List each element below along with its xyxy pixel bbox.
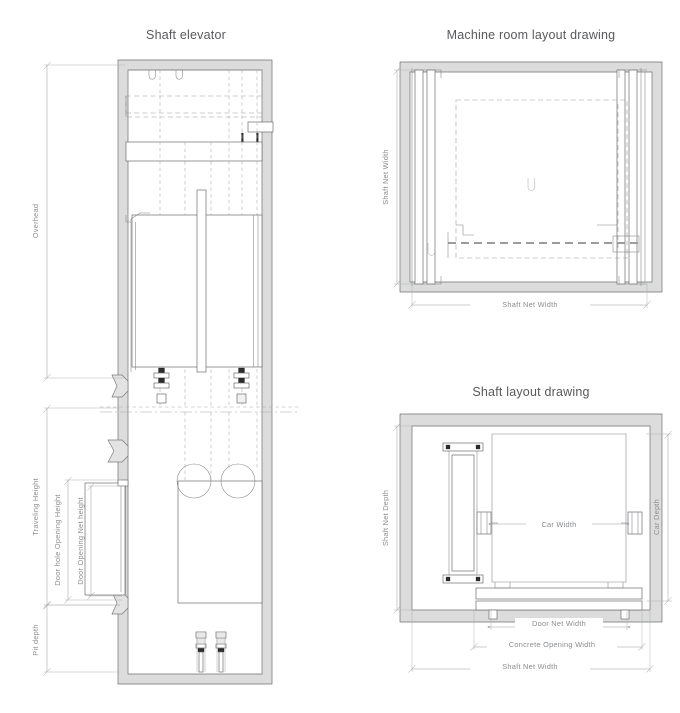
dimension-concrete-opening-width: Concrete Opening Width [470,610,646,651]
car-shoe-left [153,367,170,404]
rod-left [241,132,244,143]
car-depth-label: Car Depth [652,499,661,535]
pit-buffer-left [195,631,207,673]
shaft-elevator-drawing: Shaft elevator [31,28,300,685]
dimension-shaft-net-depth: Shaft Net Depth [381,422,412,614]
shaft-elevator-title: Shaft elevator [146,28,226,42]
shaft-net-depth-label: Shaft Net Depth [381,490,390,546]
ceiling-hook-left [148,70,156,80]
mr-shaft-net-width-v-label: Shaft Net Width [381,149,390,205]
support-beam [125,141,263,162]
traveling-height-label: Traveling Height [31,478,40,536]
machine-beam-dashed [125,95,263,118]
control-box [247,121,274,133]
landing-door-header [117,479,129,487]
door-jamb-right [607,582,624,589]
counterweight-assembly [442,442,484,584]
door-sill-upper [475,587,643,600]
machine-room-rails-right [616,68,647,286]
pit-buffer-right [215,631,227,673]
shaft-layout-drawing: Shaft layout drawing [381,385,672,673]
dimension-door-hole-opening-height: Door hole Opening Height [53,476,122,604]
machine-room-rails-left [411,68,442,286]
car-frame-column [196,189,207,373]
guide-rail-bracket-left [476,511,498,535]
car-width-label: Car Width [541,520,576,529]
dimension-overhead: Overhead [31,61,125,382]
landing-sill-top [111,374,129,398]
overhead-label: Overhead [31,204,40,238]
machine-step-left [456,224,474,236]
sheave-left [176,463,212,499]
shaft-layout-title: Shaft layout drawing [472,385,589,399]
door-jamb-left [494,582,511,589]
door-hole-opening-height-label: Door hole Opening Height [53,494,62,585]
car-cabin-body [177,480,263,604]
landing-sill-mid [107,439,129,463]
landing-door-panel [84,482,126,596]
door-post-right [620,609,630,620]
concrete-opening-width-label: Concrete Opening Width [509,640,595,649]
dimension-car-depth: Car Depth [646,430,672,605]
mr-shaft-net-width-h-label: Shaft Net Width [502,300,558,309]
car-box [491,433,627,583]
machine-room-title: Machine room layout drawing [447,28,616,42]
dimension-sl-shaft-net-width: Shaft Net Width [408,610,654,673]
dimension-mr-shaft-net-width-h: Shaft Net Width [408,284,651,309]
ceiling-hook-right [175,70,183,80]
guide-rail-bracket-right [621,511,643,535]
machine-base-box [612,235,640,253]
door-sill-lower [475,600,643,611]
machine-outline-dashed [455,99,628,259]
guide-rail-left-bracket [125,215,131,223]
rod-right [256,132,259,143]
door-post-left [488,609,498,620]
sheave-right [220,463,256,499]
dimension-pit-depth: Pit depth [31,601,120,676]
machine-room-wall [399,61,663,293]
dimension-car-width: Car Width [488,518,630,529]
pit-depth-label: Pit depth [31,624,40,655]
dimension-mr-shaft-net-width-v: Shaft Net Width [381,66,412,288]
sl-shaft-net-width-label: Shaft Net Width [502,662,558,671]
door-net-width-label: Door Net Width [532,619,586,628]
guide-rail-left-top [130,212,150,220]
rope-guide-lines-lower [184,412,258,480]
car-shoe-right [233,367,250,404]
door-opening-net-height-label: Door Opening Net height [76,497,85,585]
left-symbol [427,243,436,256]
dimension-door-net-width: Door Net Width [487,610,631,630]
dimension-door-opening-net-height: Door Opening Net height [76,482,122,600]
center-symbol [527,178,536,191]
machine-room-layout-drawing: Machine room layout drawing [381,28,663,309]
